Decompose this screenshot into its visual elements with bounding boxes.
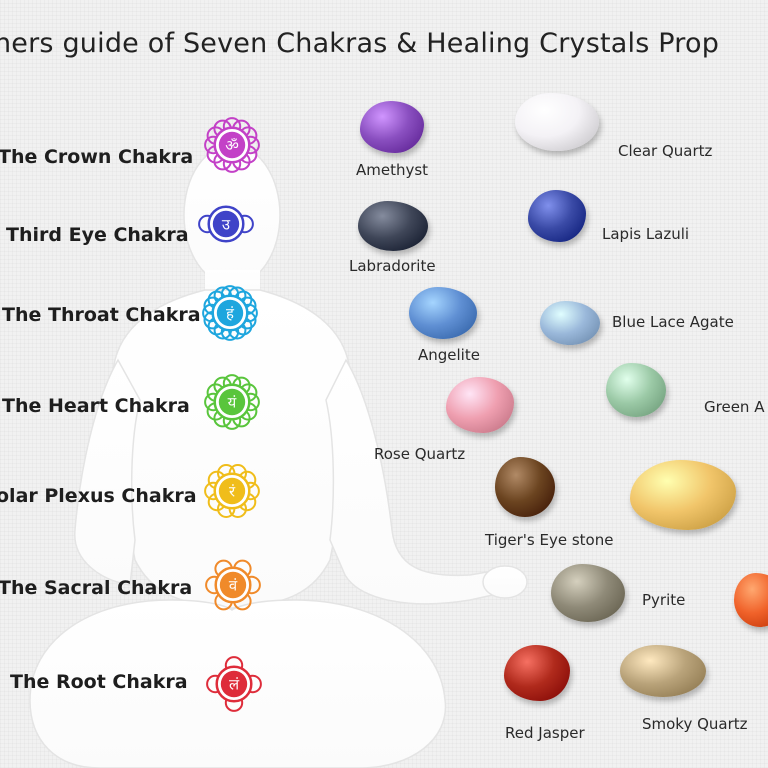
svg-text:लं: लं (229, 675, 240, 693)
crystal-stone-rose-quartz (446, 377, 514, 433)
crystal-stone-crystal (734, 573, 768, 627)
crystal-stone-lapis-lazuli (528, 190, 586, 242)
svg-text:हं: हं (226, 304, 235, 322)
crystal-stone-crystal (630, 460, 736, 530)
crown-chakra-symbol-icon: ॐ (198, 111, 266, 183)
crystal-stone-tiger-s-eye-stone (495, 457, 555, 517)
chakra-label-root: The Root Chakra (10, 671, 188, 693)
sacral-chakra-symbol-icon: वं (199, 551, 267, 623)
crystal-stone-labradorite (358, 201, 428, 251)
chakra-label-crown: The Crown Chakra (0, 146, 194, 168)
crystal-stone-angelite (409, 287, 477, 339)
crystal-stone-pyrite (551, 564, 625, 622)
crystal-label-labradorite: Labradorite (349, 257, 436, 275)
crystal-label-pyrite: Pyrite (642, 591, 686, 609)
chakra-label-sacral: The Sacral Chakra (0, 577, 193, 599)
chakra-label-solar-plexus: olar Plexus Chakra (0, 485, 197, 507)
heart-chakra-symbol-icon: यं (198, 368, 266, 440)
third-eye-chakra-symbol-icon: उ (192, 190, 260, 262)
crystal-stone-red-jasper (504, 645, 570, 701)
chakra-label-heart: The Heart Chakra (2, 395, 190, 417)
solar-plexus-chakra-symbol-icon: रं (198, 457, 266, 529)
crystal-label-tiger-s-eye-stone: Tiger's Eye stone (485, 531, 614, 549)
crystal-label-amethyst: Amethyst (356, 161, 429, 179)
crystal-label-clear-quartz: Clear Quartz (618, 142, 713, 160)
svg-text:उ: उ (222, 215, 231, 233)
crystal-stone-blue-lace-agate (540, 301, 600, 345)
svg-text:रं: रं (229, 482, 236, 500)
crystal-label-blue-lace-agate: Blue Lace Agate (612, 313, 734, 331)
svg-text:ॐ: ॐ (225, 136, 239, 154)
throat-chakra-symbol-icon: हं (196, 279, 264, 351)
crystal-label-green-a: Green A (704, 398, 765, 416)
crystal-label-angelite: Angelite (418, 346, 480, 364)
crystal-label-lapis-lazuli: Lapis Lazuli (602, 225, 690, 243)
crystal-label-red-jasper: Red Jasper (505, 724, 585, 742)
crystal-stone-clear-quartz (515, 93, 599, 151)
svg-text:यं: यं (228, 393, 237, 411)
crystal-label-smoky-quartz: Smoky Quartz (642, 715, 748, 733)
svg-text:वं: वं (229, 576, 238, 594)
page-title: ners guide of Seven Chakras & Healing Cr… (0, 28, 720, 59)
crystal-label-rose-quartz: Rose Quartz (374, 445, 466, 463)
crystal-stone-smoky-quartz (620, 645, 706, 697)
chakra-label-third-eye: Third Eye Chakra (6, 224, 189, 246)
crystal-stone-amethyst (360, 101, 424, 153)
root-chakra-symbol-icon: लं (200, 650, 268, 722)
chakra-label-throat: The Throat Chakra (2, 304, 201, 326)
crystal-stone-green-a (606, 363, 666, 417)
